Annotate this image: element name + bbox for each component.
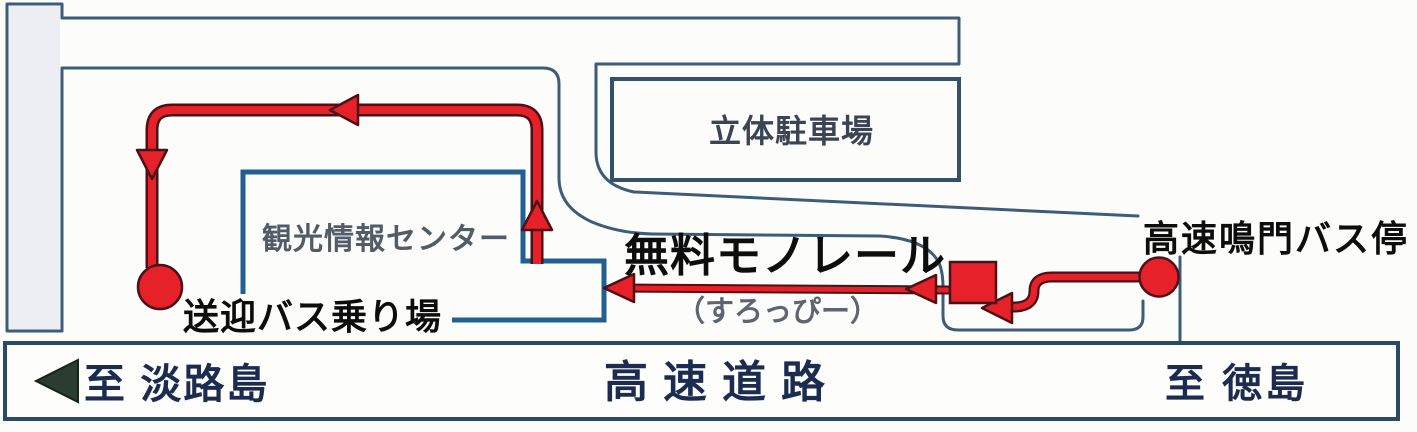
red-square-marker [948,260,998,305]
to-awaji-left-triangle-icon [33,358,79,404]
monorail-sublabel: （すろっぴー） [676,295,879,328]
shuttle-boarding-label: 送迎バス乗り場 [183,296,442,337]
bus-stop-red-circle-marker [1138,256,1180,298]
parking-garage-label: 立体駐車場 [709,113,874,149]
walkway-line [1004,273,1146,311]
down-arrow-icon [135,148,169,181]
shuttle-stop-red-circle-marker [136,263,184,311]
to-awaji-label: 至 淡路島 [84,361,269,407]
parking-garage-outline [610,77,961,182]
highway-label: 高速道路 [604,358,840,407]
expressway-bus-stop-label: 高速鳴門バス停 [1143,218,1409,259]
monorail-left-arrow-icon [602,272,636,304]
info-center-outline [240,169,607,323]
to-tokushima-label: 至 徳島 [1165,362,1308,406]
left-road-surface [9,6,60,329]
up-arrow-icon [520,199,554,232]
monorail-line [611,285,951,293]
road-outline-inner [60,66,1145,333]
monorail-label: 無料モノレール [624,230,946,281]
highway-band [3,341,1400,421]
road-outline-outer [5,2,1140,333]
monorail-mid-arrow-icon [904,273,938,305]
info-center-label: 観光情報センター [262,222,510,256]
left-arrow-icon [328,93,360,127]
